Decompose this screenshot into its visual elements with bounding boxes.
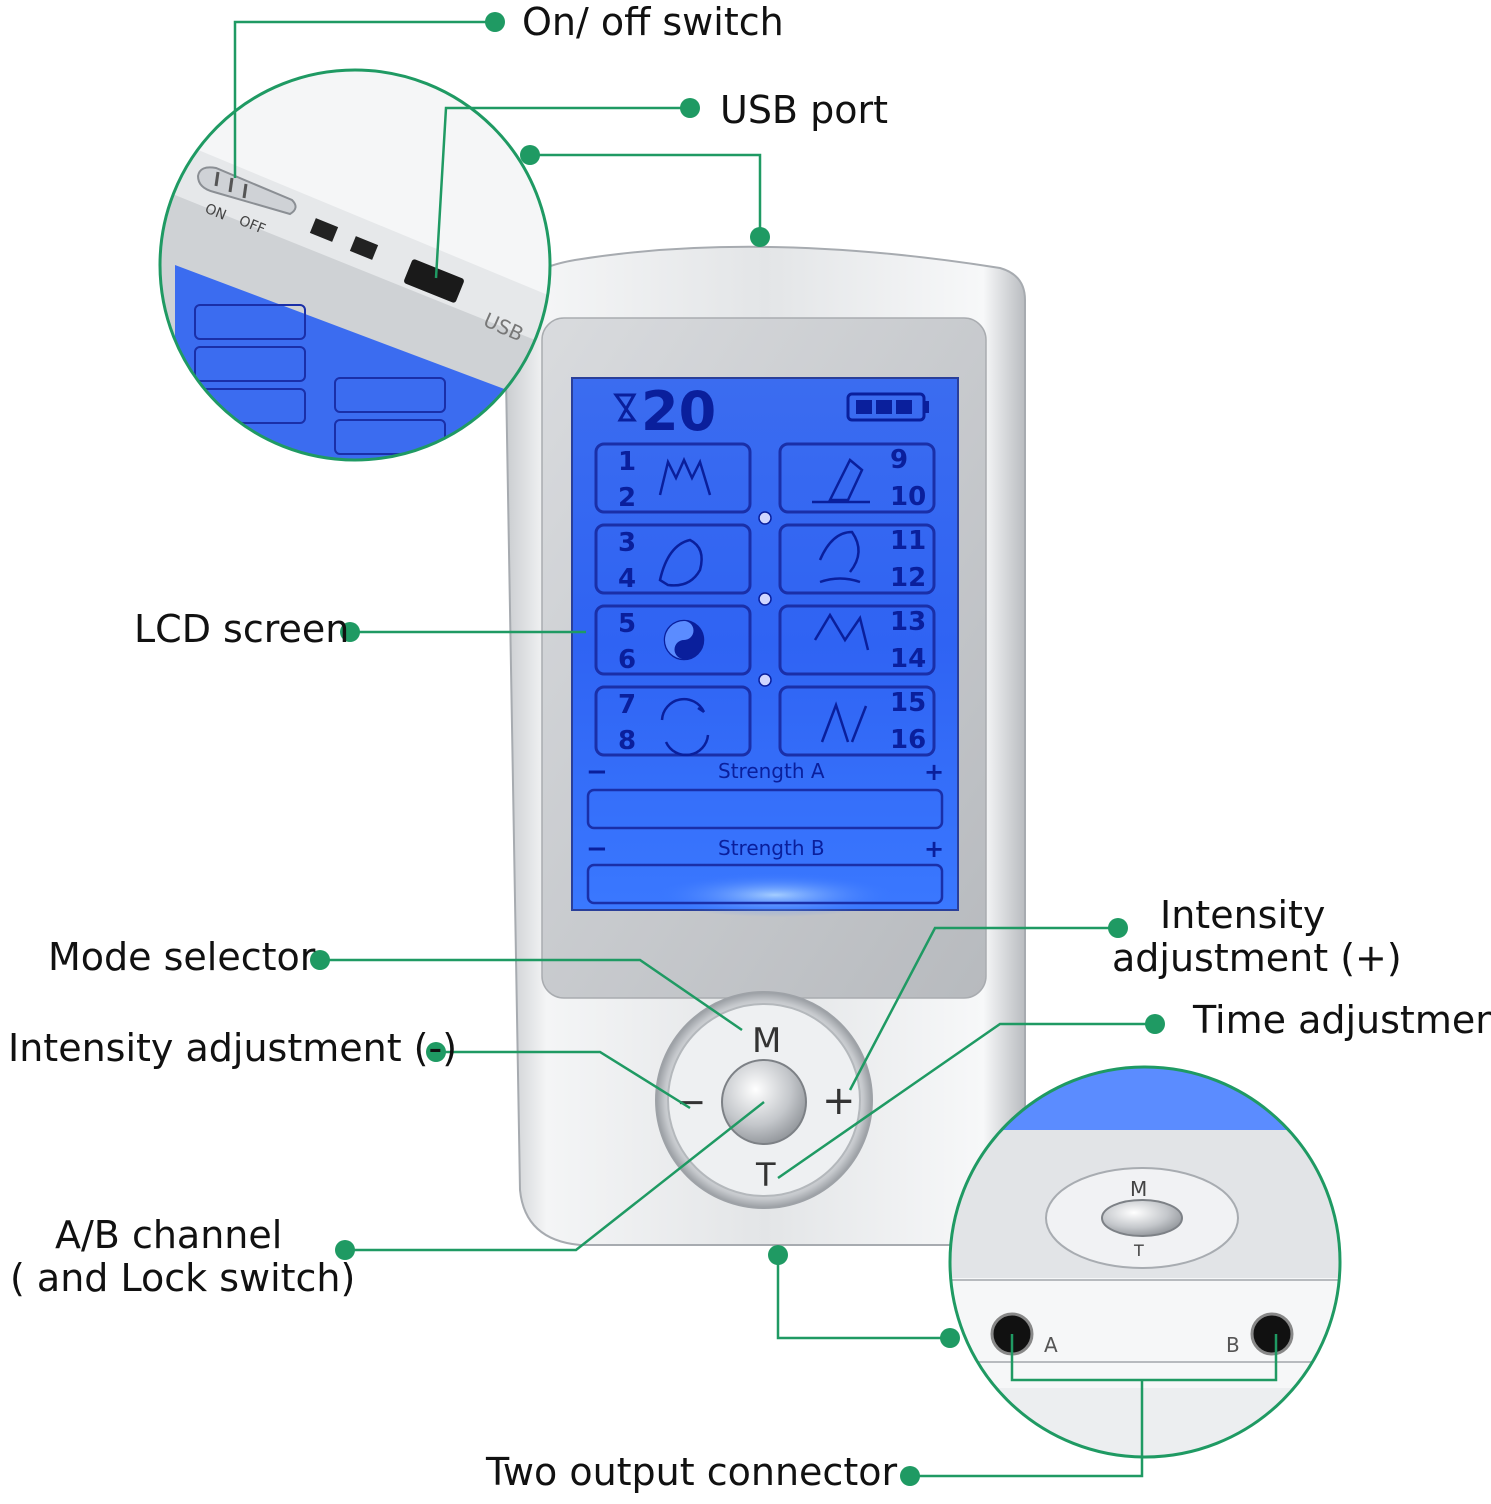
- top-edge-magnifier: ON OFF USB: [158, 68, 552, 462]
- mode-button[interactable]: M: [752, 1021, 781, 1061]
- mode-num: 12: [890, 563, 926, 593]
- hands-icon: [658, 456, 712, 496]
- mode-num: 14: [890, 644, 926, 674]
- strength-b-bar: [586, 863, 944, 905]
- label-intensity-minus: Intensity adjustment (-): [8, 1026, 458, 1070]
- mode-num: 7: [618, 690, 636, 720]
- mode-num: 6: [618, 645, 636, 675]
- label-time-adjustment: Time adjustment: [1193, 998, 1491, 1042]
- mode-num: 9: [890, 445, 908, 475]
- label-ab-channel-2: ( and Lock switch): [10, 1256, 356, 1300]
- mode-num: 15: [890, 688, 926, 718]
- mode-num: 10: [890, 482, 926, 512]
- tap-hands-icon: [813, 612, 870, 651]
- switch-on-text: ON: [203, 201, 229, 224]
- mode-pictograms: [658, 456, 870, 757]
- strength-a-label: Strength A: [718, 759, 825, 783]
- strength-a-minus: −: [586, 757, 608, 787]
- hourglass-icon: [613, 393, 637, 422]
- label-intensity-plus-2: adjustment (+): [1112, 936, 1402, 980]
- label-ab-channel-1: A/B channel: [55, 1213, 283, 1257]
- label-on-off-switch: On/ off switch: [522, 0, 784, 44]
- label-mode-selector: Mode selector: [48, 935, 316, 979]
- port-b-label: B: [1226, 1333, 1240, 1357]
- intensity-plus-button[interactable]: +: [822, 1078, 856, 1124]
- time-button[interactable]: T: [755, 1156, 776, 1194]
- mode-num: 4: [618, 564, 636, 594]
- mode-num: 1: [618, 447, 636, 477]
- recycle-icon: [660, 697, 710, 757]
- strength-a-plus: +: [924, 758, 944, 786]
- strength-a-bar: [586, 788, 944, 830]
- mode-num: 16: [890, 725, 926, 755]
- control-dial: M T − +: [655, 991, 873, 1209]
- lcd-screen: [571, 377, 959, 911]
- port-a-label: A: [1044, 1333, 1058, 1357]
- mode-num: 2: [618, 483, 636, 513]
- leader-dots: [310, 12, 1165, 1486]
- on-off-switch[interactable]: [196, 166, 297, 216]
- label-lcd-screen: LCD screen: [134, 607, 350, 651]
- mode-num: 8: [618, 726, 636, 756]
- press-hand-icon: [812, 458, 870, 504]
- massage-hands-icon: [820, 701, 868, 743]
- main-device: 20 1 2 3 4 5 6 7 8: [503, 245, 1026, 1246]
- strength-b-minus: −: [586, 834, 608, 864]
- mini-t-label: T: [1133, 1241, 1144, 1260]
- mode-num: 11: [890, 526, 926, 556]
- label-intensity-plus-1: Intensity: [1160, 893, 1326, 937]
- strength-b-label: Strength B: [718, 836, 825, 860]
- mini-m-label: M: [1130, 1177, 1147, 1201]
- battery-icon: [846, 392, 929, 422]
- label-two-output: Two output connector: [486, 1450, 898, 1494]
- mode-num: 13: [890, 607, 926, 637]
- mode-num: 5: [618, 609, 636, 639]
- leader-lines: [233, 20, 1278, 1478]
- output-port-b[interactable]: [1250, 1312, 1294, 1356]
- lcd-timer: 20: [641, 380, 716, 443]
- strength-b-plus: +: [924, 835, 944, 863]
- knead-icon: [818, 530, 861, 584]
- label-usb-port: USB port: [720, 88, 888, 132]
- mode-num: 3: [618, 528, 636, 558]
- fists-icon: [658, 538, 703, 587]
- jack-port: [309, 218, 339, 242]
- usb-port[interactable]: [403, 258, 465, 303]
- jack-port: [349, 236, 379, 260]
